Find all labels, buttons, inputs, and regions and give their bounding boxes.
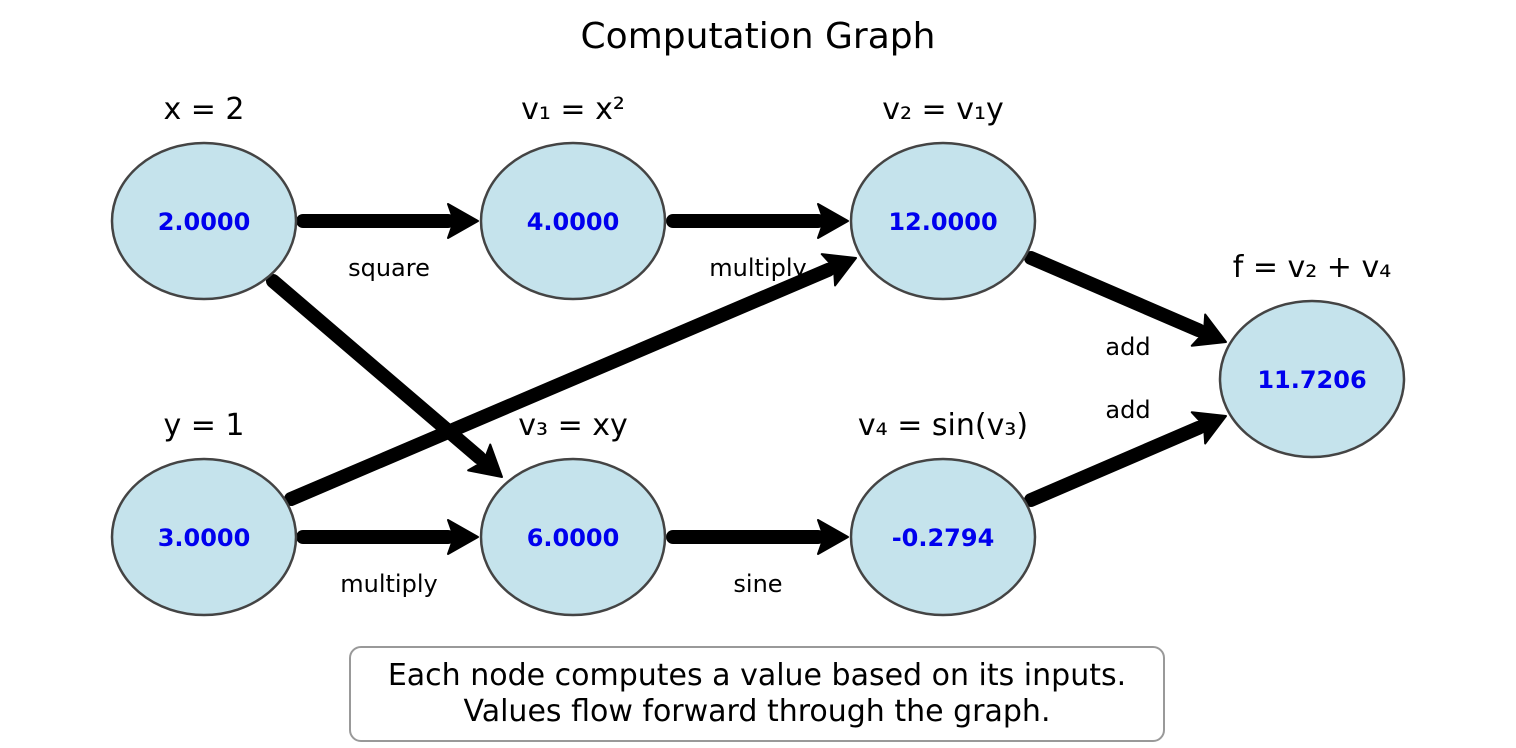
edge-y-v2 <box>284 253 857 506</box>
edge-label-v1-v2: multiply <box>709 254 806 282</box>
edge-shaft <box>1024 251 1206 338</box>
graph-title: Computation Graph <box>581 16 936 57</box>
node-label: v₁ = x² <box>521 92 625 127</box>
node-value: 2.0000 <box>158 208 251 236</box>
edge-label-v3-v4: sine <box>733 570 782 598</box>
node-value: 6.0000 <box>527 524 620 552</box>
explanation-note: Each node computes a value based on its … <box>349 646 1165 742</box>
edge-label-y-v3: multiply <box>340 570 437 598</box>
edge-shaft <box>266 274 487 465</box>
node-v4: v₄ = sin(v₃) -0.2794 <box>849 408 1037 617</box>
arrowhead-icon <box>817 203 849 239</box>
edge-x-v3 <box>266 274 503 478</box>
edge-v1-v2 <box>666 203 849 239</box>
arrowhead-icon <box>467 443 503 478</box>
arrowhead-icon <box>447 519 479 555</box>
node-circle <box>849 457 1037 617</box>
edge-label-v2-f: add <box>1105 333 1150 361</box>
note-line-2: Values flow forward through the graph. <box>463 694 1051 729</box>
node-circle <box>110 141 298 301</box>
edge-v4-f <box>1024 411 1227 507</box>
node-circle <box>479 457 667 617</box>
edges-layer <box>266 203 1227 555</box>
note-line-1: Each node computes a value based on its … <box>387 658 1127 693</box>
nodes-layer: x = 2 2.0000 v₁ = x² 4.0000 v₂ = v₁y 12.0000 y… <box>110 92 1406 617</box>
edge-v2-f <box>1024 251 1227 347</box>
node-label: f = v₂ + v₄ <box>1233 250 1392 285</box>
edge-label-v4-f: add <box>1105 396 1150 424</box>
node-value: 4.0000 <box>527 208 620 236</box>
edge-v3-v4 <box>666 519 849 555</box>
node-label: v₃ = xy <box>518 408 628 443</box>
node-value: 11.7206 <box>1257 366 1366 394</box>
edge-shaft <box>1024 420 1206 507</box>
node-label: y = 1 <box>163 408 244 443</box>
node-v1: v₁ = x² 4.0000 <box>479 92 667 301</box>
edge-y-v3 <box>296 519 479 555</box>
node-v3: v₃ = xy 6.0000 <box>479 408 667 617</box>
node-value: 12.0000 <box>888 208 997 236</box>
edge-label-x-v1: square <box>348 254 430 282</box>
node-circle <box>479 141 667 301</box>
node-x: x = 2 2.0000 <box>110 92 298 301</box>
node-label: x = 2 <box>163 92 244 127</box>
edge-shaft <box>284 262 836 506</box>
node-v2: v₂ = v₁y 12.0000 <box>849 92 1037 301</box>
node-value: 3.0000 <box>158 524 251 552</box>
arrowhead-icon <box>1190 411 1227 445</box>
node-f: f = v₂ + v₄ 11.7206 <box>1218 250 1406 459</box>
arrowhead-icon <box>820 253 857 287</box>
node-circle <box>110 457 298 617</box>
arrowhead-icon <box>447 203 479 239</box>
node-value: -0.2794 <box>892 524 995 552</box>
node-label: v₄ = sin(v₃) <box>858 408 1028 443</box>
edge-labels-layer: square multiply multiply sine add add <box>340 254 1150 598</box>
node-label: v₂ = v₁y <box>882 92 1004 127</box>
node-circle <box>1218 299 1406 459</box>
node-y: y = 1 3.0000 <box>110 408 298 617</box>
node-circle <box>849 141 1037 301</box>
edge-x-v1 <box>296 203 479 239</box>
arrowhead-icon <box>817 519 849 555</box>
arrowhead-icon <box>1190 313 1227 347</box>
